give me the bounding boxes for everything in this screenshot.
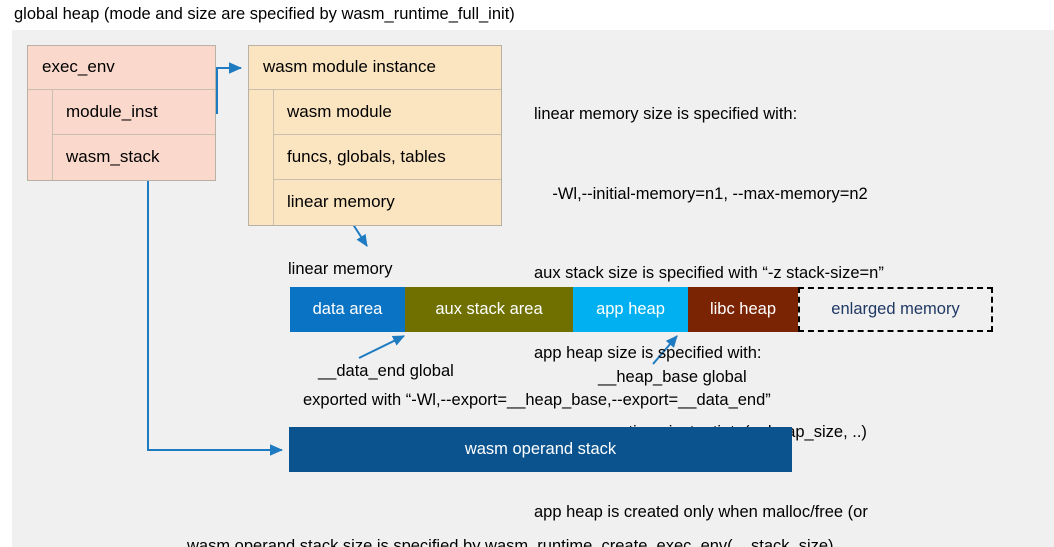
note-line: -Wl,--initial-memory=n1, --max-memory=n2 bbox=[534, 184, 868, 203]
note-line: app heap size is specified with: bbox=[534, 343, 762, 362]
wasm-module-instance-body: wasm module funcs, globals, tables linea… bbox=[249, 90, 501, 225]
operand-stack-note-line: wasm operand stack size is specified by … bbox=[187, 537, 834, 547]
page-title: global heap (mode and size are specified… bbox=[14, 5, 515, 23]
note-line: linear memory size is specified with: bbox=[534, 105, 798, 123]
linear-memory-bar: data area aux stack area app heap libc h… bbox=[290, 287, 993, 332]
memory-segment-aux-stack-area[interactable]: aux stack area bbox=[405, 287, 573, 332]
wasm-operand-stack-box[interactable]: wasm operand stack bbox=[289, 427, 792, 472]
wasm-module-instance-fields: wasm module funcs, globals, tables linea… bbox=[274, 90, 501, 225]
memory-segment-enlarged-memory[interactable]: enlarged memory bbox=[798, 287, 993, 332]
wasm-module-instance-header: wasm module instance bbox=[249, 46, 501, 90]
note-line: aux stack size is specified with “-z sta… bbox=[534, 264, 884, 282]
note-line: app heap is created only when malloc/fre… bbox=[534, 502, 868, 521]
linear-memory-label: linear memory bbox=[288, 260, 393, 278]
module-field-linear-memory[interactable]: linear memory bbox=[274, 180, 501, 225]
exec-env-fields: module_inst wasm_stack bbox=[53, 90, 215, 180]
wasm-module-instance-gutter bbox=[249, 90, 274, 225]
exec-env-field-module-inst[interactable]: module_inst bbox=[53, 90, 215, 135]
memory-segment-libc-heap[interactable]: libc heap bbox=[688, 287, 798, 332]
exec-env-field-wasm-stack[interactable]: wasm_stack bbox=[53, 135, 215, 180]
exec-env-header: exec_env bbox=[28, 46, 215, 90]
exec-env-body: module_inst wasm_stack bbox=[28, 90, 215, 180]
wasm-module-instance-box[interactable]: wasm module instance wasm module funcs, … bbox=[248, 45, 502, 226]
exec-env-box[interactable]: exec_env module_inst wasm_stack bbox=[27, 45, 216, 181]
module-field-wasm-module[interactable]: wasm module bbox=[274, 90, 501, 135]
memory-segment-data-area[interactable]: data area bbox=[290, 287, 405, 332]
memory-segment-app-heap[interactable]: app heap bbox=[573, 287, 688, 332]
operand-stack-note: wasm operand stack size is specified by … bbox=[187, 481, 834, 547]
annotation-heap-base: __heap_base global bbox=[598, 368, 747, 386]
annotation-exported-with: exported with “-Wl,--export=__heap_base,… bbox=[303, 391, 771, 409]
annotation-data-end: __data_end global bbox=[318, 362, 454, 380]
module-field-funcs-globals-tables[interactable]: funcs, globals, tables bbox=[274, 135, 501, 180]
exec-env-gutter bbox=[28, 90, 53, 180]
